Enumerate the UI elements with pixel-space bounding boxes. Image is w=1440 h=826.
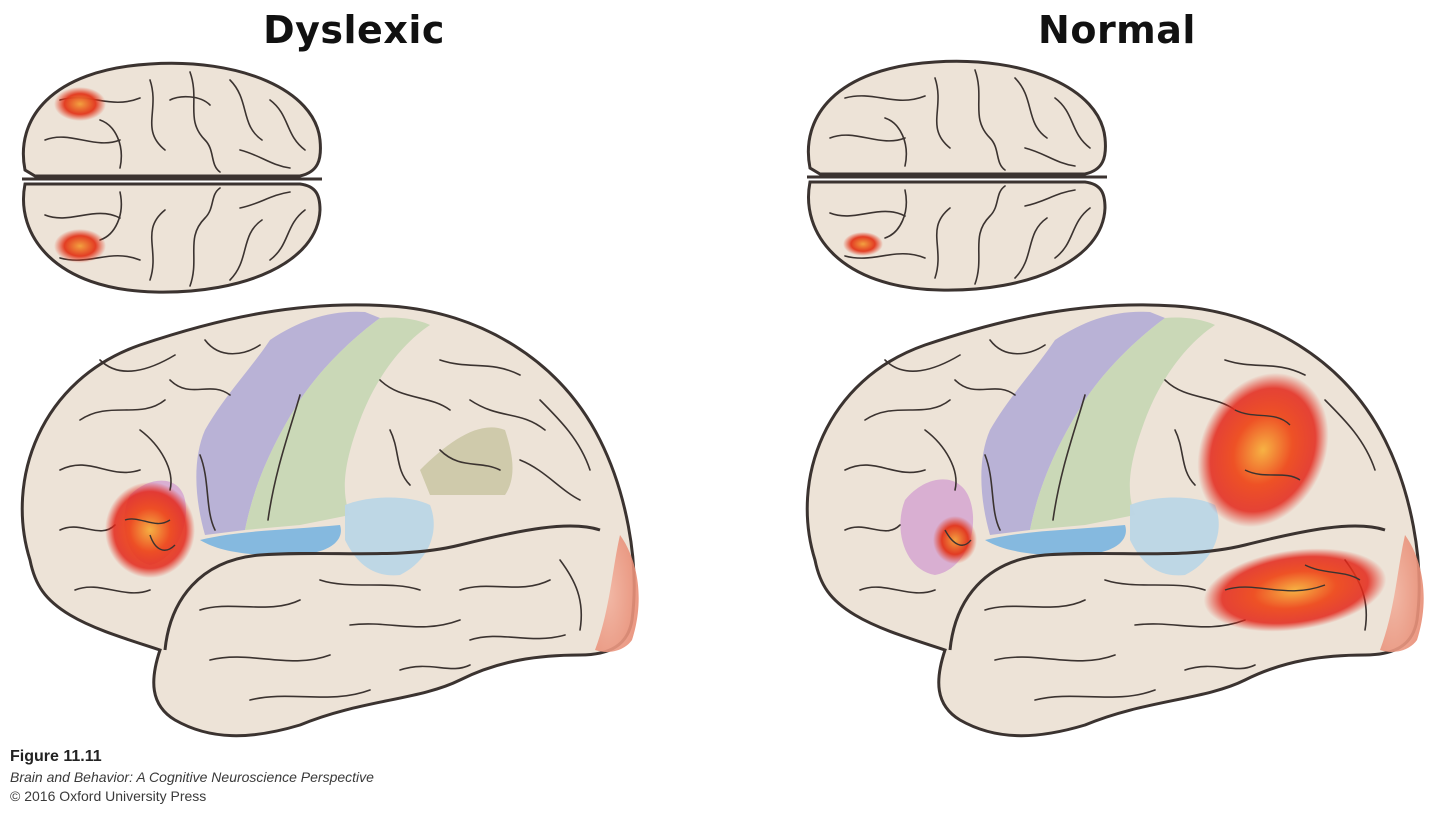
dyslexic-broca-activation <box>105 482 195 578</box>
normal-lateral-brain <box>805 303 1424 738</box>
normal-panel: Normal <box>720 0 1440 740</box>
normal-broca-activation <box>933 516 977 564</box>
normal-top-activation <box>843 232 883 256</box>
normal-title: Normal <box>1038 8 1196 52</box>
figure-caption: Figure 11.11 Brain and Behavior: A Cogni… <box>10 748 710 804</box>
dyslexic-top-view-brain <box>21 61 322 294</box>
normal-occipitotemporal-activation <box>1203 548 1387 632</box>
dyslexic-panel: Dyslexic <box>0 0 720 740</box>
dyslexic-title: Dyslexic <box>263 8 445 52</box>
normal-top-view-brain <box>806 59 1107 292</box>
dyslexic-top-activation-upper <box>54 87 106 121</box>
dyslexic-top-activation-lower <box>54 229 106 263</box>
figure-number: Figure 11.11 <box>10 748 102 765</box>
normal-parietal-activation <box>1197 372 1329 528</box>
book-title: Brain and Behavior: A Cognitive Neurosci… <box>10 769 374 785</box>
copyright-notice: © 2016 Oxford University Press <box>10 788 207 804</box>
dyslexic-lateral-brain <box>20 303 639 738</box>
